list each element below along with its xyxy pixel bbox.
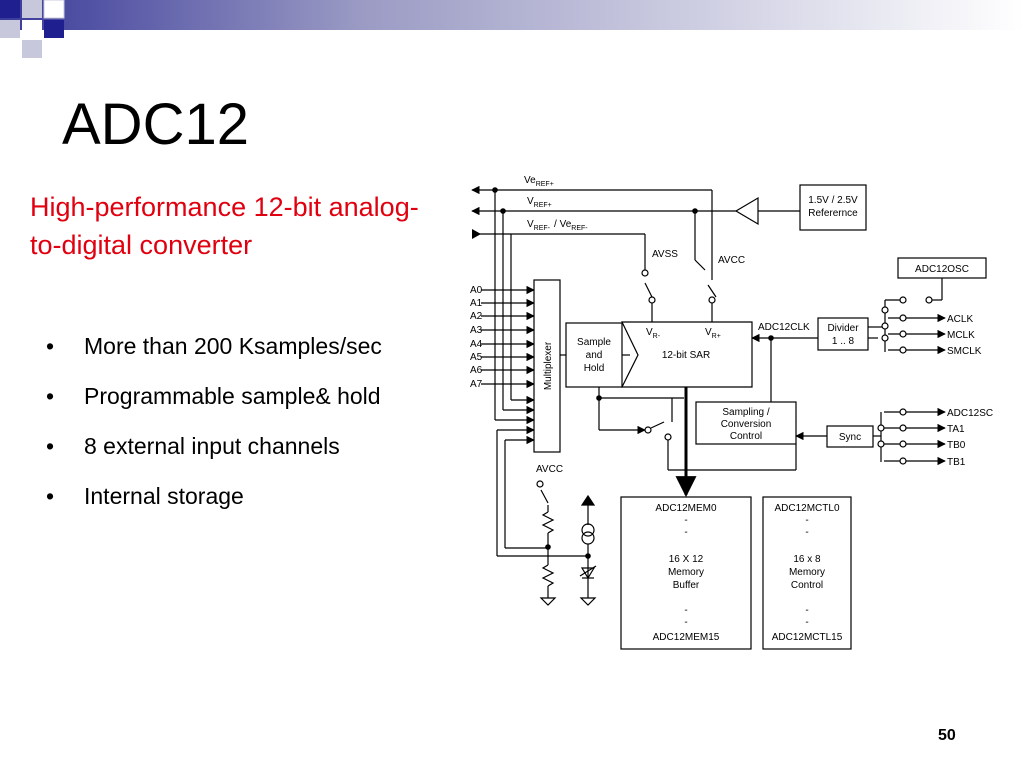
deco-square xyxy=(0,0,20,18)
mem-line4: 16 X 12 xyxy=(669,554,704,565)
input-a1: A1 xyxy=(470,298,483,309)
clock-source-mclk: MCLK xyxy=(947,330,975,341)
mctl-line2: - xyxy=(805,515,808,526)
avcc-switch xyxy=(694,259,717,322)
adc12-block-diagram: VeREF+ VREF+ VREF-/ VeREF- 1.5V / 2.5V R… xyxy=(470,175,993,650)
page-number: 50 xyxy=(938,727,956,744)
sar-label: 12-bit SAR xyxy=(662,350,710,361)
trigger-ta1: TA1 xyxy=(947,424,965,435)
deco-square xyxy=(44,20,64,38)
clock-selector-switch xyxy=(881,278,946,355)
mem-line6: Buffer xyxy=(673,580,700,591)
mctl-line6: Control xyxy=(791,580,823,591)
mctl-line1: ADC12MCTL0 xyxy=(774,503,839,514)
header-decoration xyxy=(0,0,1024,58)
analog-inputs xyxy=(481,285,535,445)
mctl-line9: ADC12MCTL15 xyxy=(772,632,843,643)
sampling-control-line2: Conversion xyxy=(721,419,772,430)
deco-square xyxy=(22,20,42,38)
deco-square xyxy=(22,40,42,58)
avss-label: AVSS xyxy=(652,249,678,260)
clock-source-aclk: ACLK xyxy=(947,314,973,325)
input-a3: A3 xyxy=(470,325,483,336)
gradient-bar xyxy=(0,0,1024,30)
avcc-label-top: AVCC xyxy=(718,255,745,266)
trigger-tb0: TB0 xyxy=(947,440,966,451)
adc12osc-label: ADC12OSC xyxy=(915,264,969,275)
vr-minus-label: VR- xyxy=(646,327,661,340)
trigger-adc12sc: ADC12SC xyxy=(947,408,993,419)
slide-title: ADC12 xyxy=(62,92,249,157)
sampling-control-line1: Sampling / xyxy=(722,407,769,418)
sample-hold-line2: and xyxy=(586,350,603,361)
trigger-tb1: TB1 xyxy=(947,457,966,468)
multiplexer-box xyxy=(533,279,561,453)
slide-subtitle: High-performance 12-bit analog-to-digita… xyxy=(30,192,419,260)
sync-label: Sync xyxy=(839,432,861,443)
memory-buffer-box xyxy=(620,496,752,650)
sample-hold-line1: Sample xyxy=(577,337,611,348)
clock-source-smclk: SMCLK xyxy=(947,346,982,357)
deco-square xyxy=(0,20,20,38)
input-a6: A6 xyxy=(470,365,483,376)
mctl-line5: Memory xyxy=(789,567,825,578)
mem-line3: - xyxy=(684,527,687,538)
deco-square xyxy=(22,0,42,18)
reference-box-line1: 1.5V / 2.5V xyxy=(808,195,858,206)
mem-line9: ADC12MEM15 xyxy=(653,632,720,643)
sample-hold-line3: Hold xyxy=(584,363,605,374)
avcc-divider-network xyxy=(496,430,597,606)
mem-line8: - xyxy=(684,617,687,628)
vref-plus-label: VREF+ xyxy=(527,196,552,209)
input-a5: A5 xyxy=(470,352,483,363)
sampling-control-line3: Control xyxy=(730,431,762,442)
deco-square xyxy=(43,0,65,19)
trigger-selector-switch xyxy=(877,407,946,466)
mctl-line3: - xyxy=(805,527,808,538)
multiplexer-label: Multiplexer xyxy=(543,341,554,390)
reference-box-line2: Referernce xyxy=(808,208,858,219)
sampling-control-box xyxy=(695,401,797,445)
input-a0: A0 xyxy=(470,285,483,296)
reference-lines xyxy=(471,185,800,420)
bullet-item: Internal storage xyxy=(40,480,460,513)
veref-plus-label: VeREF+ xyxy=(524,175,554,188)
memory-control-box xyxy=(762,496,852,650)
mctl-line4: 16 x 8 xyxy=(793,554,821,565)
mem-line7: - xyxy=(684,605,687,616)
vref-minus-label: VREF-/ VeREF- xyxy=(527,219,588,232)
input-a2: A2 xyxy=(470,311,483,322)
mem-line2: - xyxy=(684,515,687,526)
divider-line1: Divider xyxy=(827,323,859,334)
sample-hold-box xyxy=(565,322,623,388)
input-a7: A7 xyxy=(470,379,483,390)
divider-box xyxy=(817,317,869,351)
sample-switch xyxy=(596,387,797,471)
bullet-item: 8 external input channels xyxy=(40,430,460,463)
divider-line2: 1 .. 8 xyxy=(832,336,855,347)
reference-box xyxy=(799,184,867,231)
avcc-label-bottom: AVCC xyxy=(536,464,563,475)
avss-switch xyxy=(641,269,656,322)
mem-line1: ADC12MEM0 xyxy=(655,503,717,514)
input-a4: A4 xyxy=(470,339,483,350)
bullet-list: More than 200 Ksamples/sec Programmable … xyxy=(40,330,460,530)
bullet-item: More than 200 Ksamples/sec xyxy=(40,330,460,363)
bullet-item: Programmable sample& hold xyxy=(40,380,384,413)
mem-line5: Memory xyxy=(668,567,704,578)
mctl-line8: - xyxy=(805,617,808,628)
vr-plus-label: VR+ xyxy=(705,327,721,340)
adc12clk-label: ADC12CLK xyxy=(758,322,810,333)
mctl-line7: - xyxy=(805,605,808,616)
